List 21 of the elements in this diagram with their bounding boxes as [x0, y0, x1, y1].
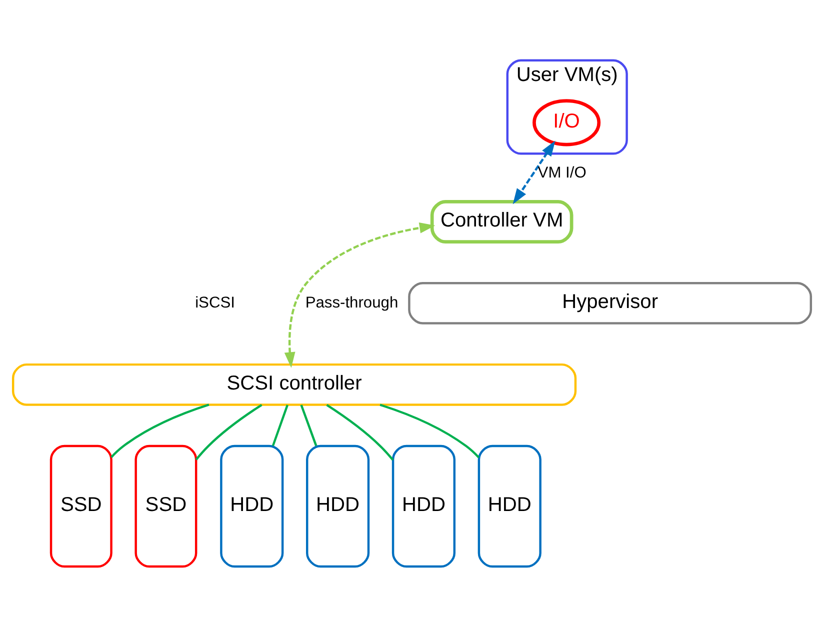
node-box: HDD [478, 444, 542, 568]
node-box: HDD [220, 444, 284, 568]
node-box: Controller VM [430, 200, 574, 244]
connector [195, 404, 262, 460]
connector [380, 404, 480, 458]
node-box: SSD [134, 444, 198, 568]
label: iSCSI [195, 294, 236, 312]
connector [110, 404, 210, 458]
node-ellipse: I/O [532, 99, 601, 146]
arrow [512, 140, 556, 204]
edge-label: Pass-through [305, 294, 398, 312]
connector [326, 404, 394, 461]
node-box: Hypervisor [408, 282, 812, 324]
node-box: SSD [50, 444, 112, 568]
connector [300, 404, 318, 446]
node-box: HDD [392, 444, 456, 568]
connector [272, 404, 289, 446]
node-box: HDD [306, 444, 370, 568]
arrow [284, 222, 436, 368]
node-box: SCSI controller [12, 363, 577, 406]
edge-label: VM I/O [538, 164, 586, 182]
